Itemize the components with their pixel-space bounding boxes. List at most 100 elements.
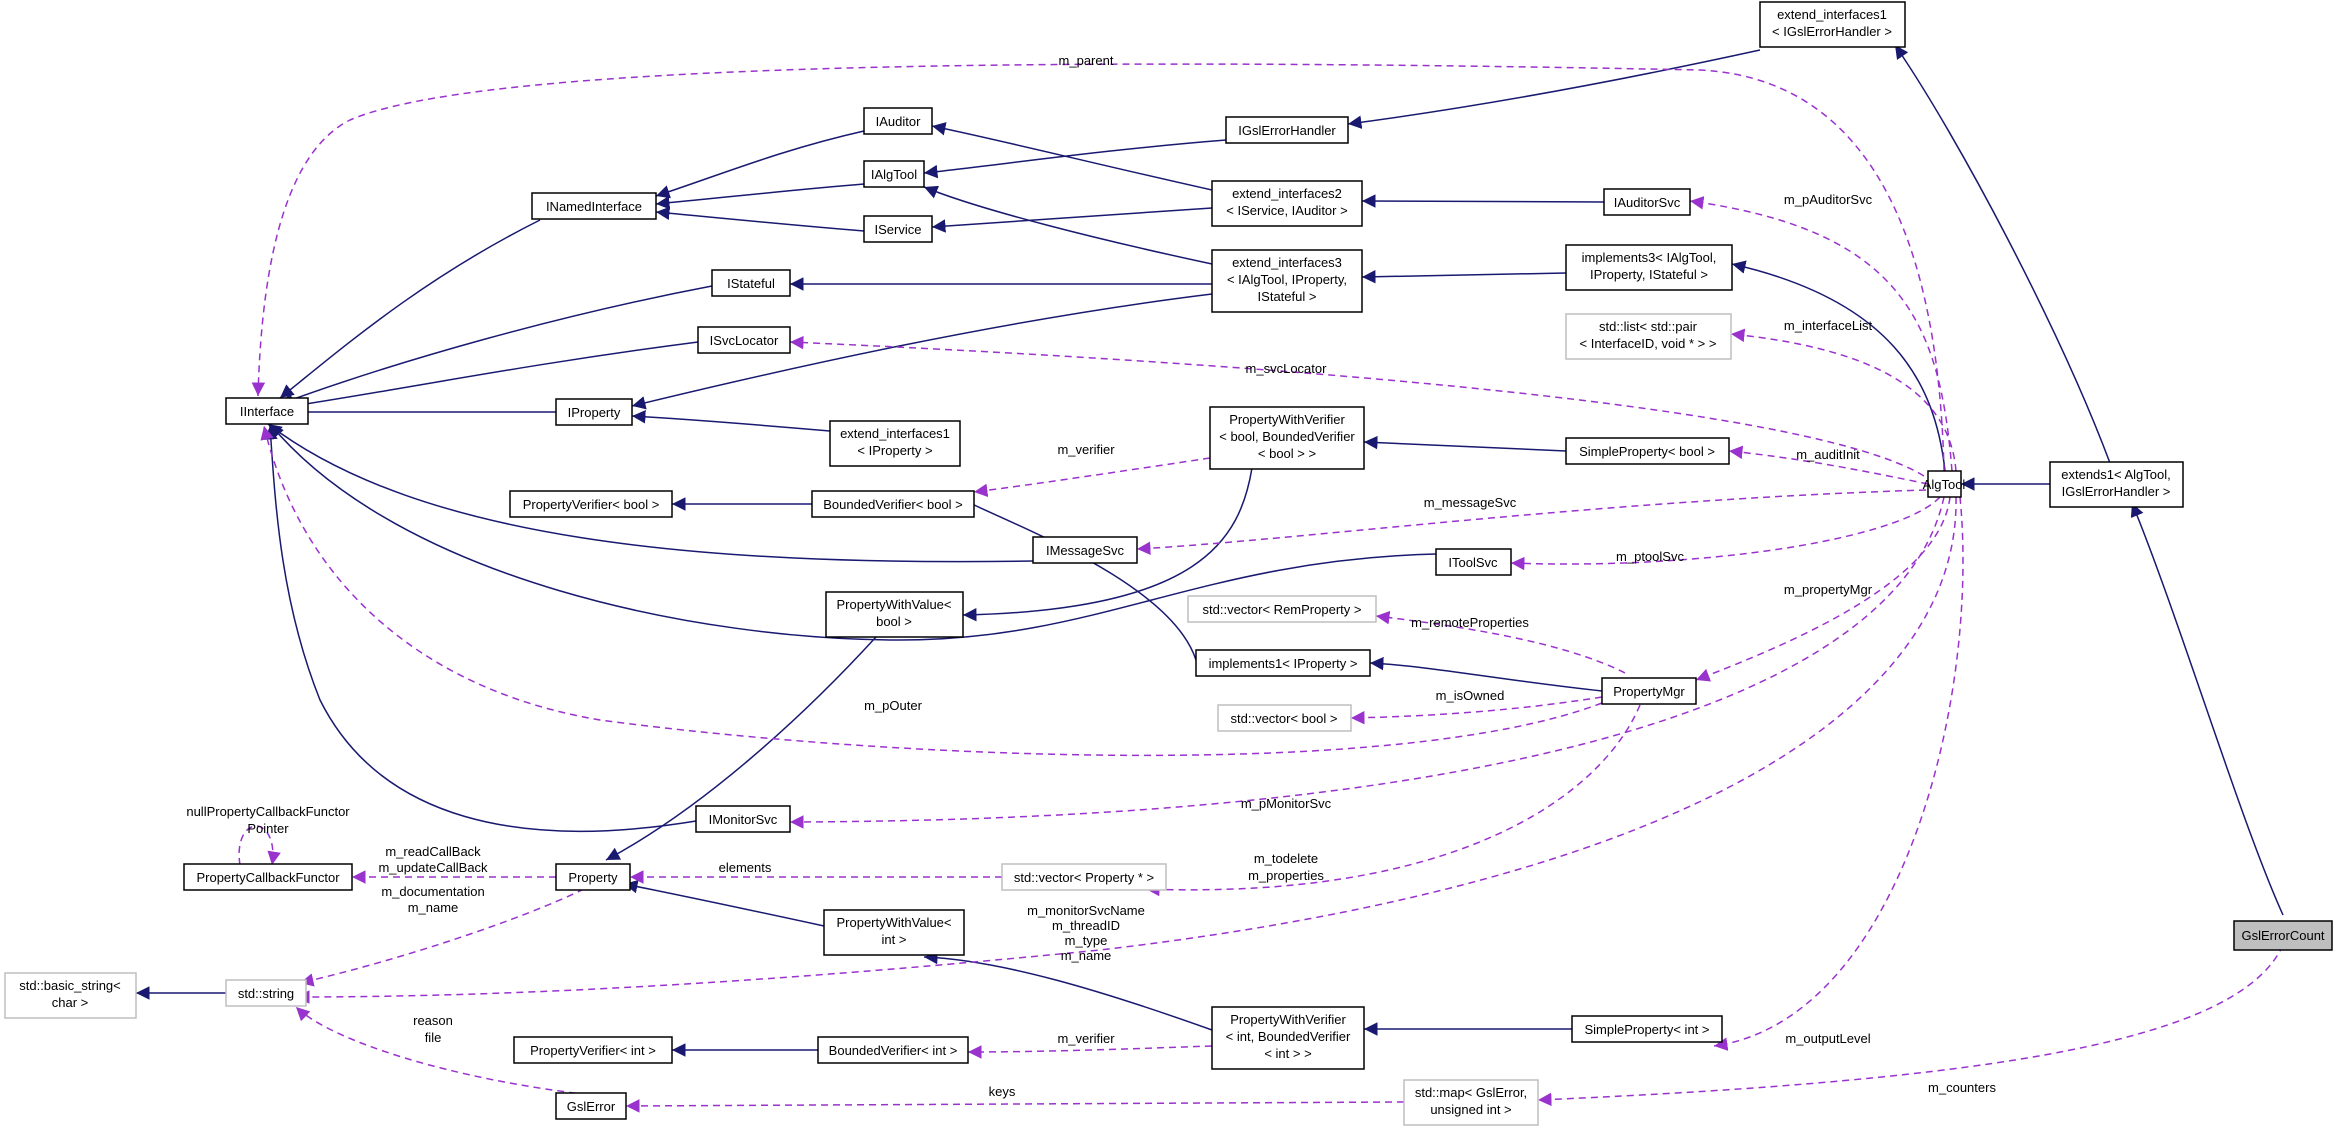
edge-extinterfaces1prop-iproperty xyxy=(631,410,831,432)
edge-extinterfaces3-iproperty xyxy=(631,293,1213,410)
edge-propertywithvaluebool-property xyxy=(605,636,877,861)
node-i-named-interface[interactable]: INamedInterface xyxy=(531,192,657,220)
label-m-verifier-bool: m_verifier xyxy=(1057,442,1115,457)
edge-implements1-extinterfaces1prop xyxy=(959,497,1197,661)
svg-text:IAlgTool: IAlgTool xyxy=(871,167,917,182)
edge-iservice-inamedinterface xyxy=(655,206,865,232)
node-i-monitor-svc[interactable]: IMonitorSvc xyxy=(695,805,791,833)
edge-use-m-messagesvc xyxy=(1136,489,1927,555)
node-i-stateful[interactable]: IStateful xyxy=(711,269,791,297)
edge-use-m-svclocator xyxy=(789,335,1925,477)
node-i-tool-svc[interactable]: IToolSvc xyxy=(1435,548,1512,576)
node-property-with-verifier-int[interactable]: PropertyWithVerifier< int, BoundedVerifi… xyxy=(1211,1006,1365,1070)
edge-iauditor-inamedinterface xyxy=(655,130,865,199)
node-extend-interfaces3[interactable]: extend_interfaces3< IAlgTool, IProperty,… xyxy=(1211,249,1363,313)
node-gsl-error[interactable]: GslError xyxy=(555,1092,627,1120)
node-extends1[interactable]: extends1< AlgTool,IGslErrorHandler > xyxy=(2049,461,2184,508)
node-std-map[interactable]: std::map< GslError,unsigned int > xyxy=(1403,1079,1539,1126)
svg-text:PropertyMgr: PropertyMgr xyxy=(1613,684,1685,699)
edge-imonitorsvc-iinterface xyxy=(264,425,697,833)
node-vector-rem-property[interactable]: std::vector< RemProperty > xyxy=(1187,595,1377,623)
node-alg-tool[interactable]: AlgTool xyxy=(1923,470,1966,498)
svg-text:GslError: GslError xyxy=(567,1099,616,1114)
node-property-verifier-int[interactable]: PropertyVerifier< int > xyxy=(513,1036,673,1064)
edge-istateful-iinterface xyxy=(279,285,713,406)
edge-use-m-parent xyxy=(251,63,1945,472)
node-property[interactable]: Property xyxy=(555,863,631,891)
label-m-messagesvc: m_messageSvc xyxy=(1424,495,1517,510)
svg-text:IStateful: IStateful xyxy=(727,276,775,291)
edge-ialgtool-inamedinterface xyxy=(655,183,865,210)
node-i-alg-tool[interactable]: IAlgTool xyxy=(863,160,925,188)
edge-use-m-monitorsvcname-etc xyxy=(295,496,1957,1004)
node-vector-bool[interactable]: std::vector< bool > xyxy=(1217,704,1352,732)
node-property-with-value-bool[interactable]: PropertyWithValue<bool > xyxy=(825,591,964,638)
node-basic-string[interactable]: std::basic_string<char > xyxy=(4,972,137,1019)
edge-implements3-extinterfaces3 xyxy=(1361,269,1567,284)
node-i-svc-locator[interactable]: ISvcLocator xyxy=(697,326,791,354)
edge-isvclocator-iinterface xyxy=(279,341,699,413)
edge-extinterfaces1gsl-igslerrorhandler xyxy=(1347,49,1761,129)
svg-text:IService: IService xyxy=(875,222,922,237)
edge-extinterfaces2-iservice xyxy=(931,207,1213,233)
edge-algtool-implements3 xyxy=(1731,260,1946,472)
svg-text:std::basic_string<char >: std::basic_string<char > xyxy=(19,978,121,1010)
svg-text:PropertyVerifier< bool >: PropertyVerifier< bool > xyxy=(523,497,660,512)
node-property-with-verifier-bool[interactable]: PropertyWithVerifier< bool, BoundedVerif… xyxy=(1209,406,1365,470)
node-i-service[interactable]: IService xyxy=(863,215,933,243)
node-implements1[interactable]: implements1< IProperty > xyxy=(1195,649,1371,677)
node-property-with-value-int[interactable]: PropertyWithValue<int > xyxy=(823,909,965,956)
edge-use-m-todelete xyxy=(1145,704,1641,897)
svg-text:IProperty: IProperty xyxy=(568,405,621,420)
node-i-message-svc[interactable]: IMessageSvc xyxy=(1032,536,1138,564)
node-property-callback-functor[interactable]: PropertyCallbackFunctor xyxy=(183,863,353,891)
edge-use-nullcallback-self xyxy=(238,825,281,866)
node-i-interface[interactable]: IInterface xyxy=(225,397,309,425)
svg-text:PropertyWithValue<bool >: PropertyWithValue<bool > xyxy=(836,597,951,629)
edge-propertymgr-implements1 xyxy=(1369,656,1603,692)
svg-text:std::vector< Property * >: std::vector< Property * > xyxy=(1014,870,1154,885)
node-i-auditor-svc[interactable]: IAuditorSvc xyxy=(1603,188,1691,216)
node-bounded-verifier-int[interactable]: BoundedVerifier< int > xyxy=(817,1036,969,1064)
edge-use-m-propertymgr xyxy=(1695,496,1951,682)
label-elements: elements xyxy=(719,860,772,875)
edge-extends1-extinterfaces1gsl xyxy=(1894,44,2111,464)
node-implements3[interactable]: implements3< IAlgTool,IProperty, IStatef… xyxy=(1565,244,1733,291)
node-property-mgr[interactable]: PropertyMgr xyxy=(1601,677,1697,705)
svg-text:SimpleProperty< int >: SimpleProperty< int > xyxy=(1584,1022,1709,1037)
label-m-isowned: m_isOwned xyxy=(1436,688,1505,703)
edge-use-m-remoteproperties xyxy=(1375,610,1626,674)
node-i-gsl-error-handler[interactable]: IGslErrorHandler xyxy=(1225,116,1349,144)
label-m-propertymgr: m_propertyMgr xyxy=(1784,582,1873,597)
node-vector-property-ptr[interactable]: std::vector< Property * > xyxy=(1001,863,1167,891)
node-extend-interfaces1-gsl[interactable]: extend_interfaces1< IGslErrorHandler > xyxy=(1759,1,1906,48)
edge-simplepropertybool-propertywithverifierbool xyxy=(1363,435,1567,452)
edge-use-m-pauditorsvc xyxy=(1689,196,1953,472)
edge-use-m-auditinit xyxy=(1728,445,1929,485)
svg-text:extend_interfaces3< IAlgTool,: extend_interfaces3< IAlgTool, IProperty,… xyxy=(1227,255,1347,304)
node-bounded-verifier-bool[interactable]: BoundedVerifier< bool > xyxy=(811,490,975,518)
node-gsl-error-count[interactable]: GslErrorCount xyxy=(2233,920,2333,951)
edge-use-documentation-name xyxy=(299,888,585,987)
edge-use-m-pouter xyxy=(260,425,1603,757)
node-std-string[interactable]: std::string xyxy=(225,979,307,1007)
node-simple-property-bool[interactable]: SimpleProperty< bool > xyxy=(1565,437,1730,465)
node-i-auditor[interactable]: IAuditor xyxy=(863,107,933,135)
node-extend-interfaces2[interactable]: extend_interfaces2< IService, IAuditor > xyxy=(1211,180,1363,227)
node-property-verifier-bool[interactable]: PropertyVerifier< bool > xyxy=(509,490,673,518)
svg-text:IAuditor: IAuditor xyxy=(876,114,921,129)
node-extend-interfaces1-prop[interactable]: extend_interfaces1< IProperty > xyxy=(829,420,961,467)
node-simple-property-int[interactable]: SimpleProperty< int > xyxy=(1571,1015,1723,1043)
node-i-property[interactable]: IProperty xyxy=(555,398,633,426)
label-m-outputlevel: m_outputLevel xyxy=(1785,1031,1870,1046)
node-std-list[interactable]: std::list< std::pair< InterfaceID, void … xyxy=(1565,313,1732,360)
svg-text:IMonitorSvc: IMonitorSvc xyxy=(709,812,778,827)
label-m-ptoolsvc: m_ptoolSvc xyxy=(1616,549,1684,564)
svg-text:IAuditorSvc: IAuditorSvc xyxy=(1614,195,1681,210)
edge-propertywithvalueint-property xyxy=(623,879,825,927)
